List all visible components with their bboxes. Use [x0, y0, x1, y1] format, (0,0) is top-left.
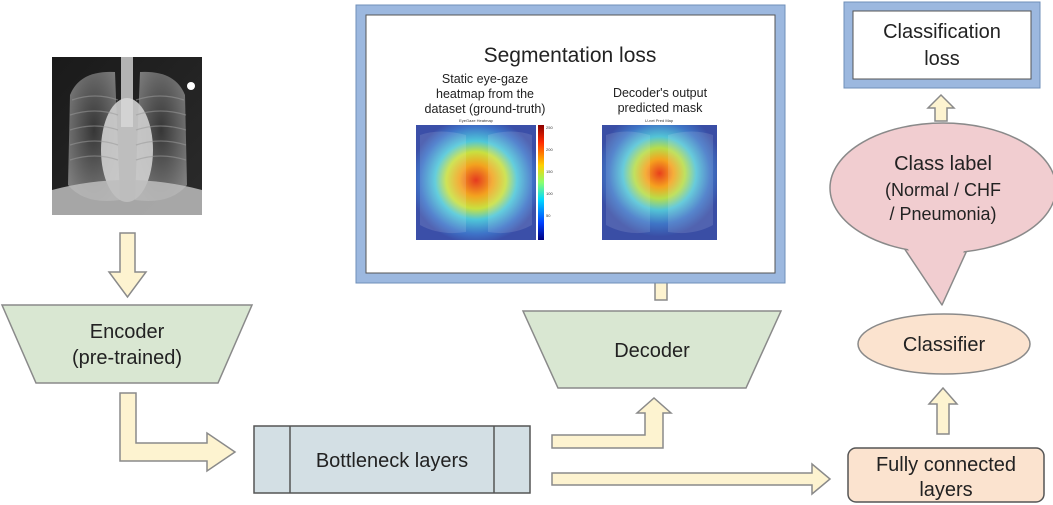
colorbar-tick: 150: [546, 169, 553, 174]
decoder-block: Decoder: [521, 310, 783, 389]
class-label-title: Class label: [894, 153, 992, 175]
class-label-line-3: / Pneumonia): [889, 204, 996, 224]
classification-loss-sublabel: loss: [924, 48, 960, 70]
arrow-xray-to-encoder: [107, 232, 148, 299]
fully-connected-label: Fully connected: [876, 454, 1016, 476]
encoder-block: Encoder (pre-trained): [0, 304, 254, 384]
decoder-shape: [521, 310, 783, 389]
bottleneck-label: Bottleneck layers: [316, 450, 468, 472]
eye-gaze-heatmap-image: EyeGaze Heatmap 250 200 150 100 50: [416, 118, 553, 240]
colorbar-tick: 250: [546, 125, 553, 130]
arrow-class-label-to-loss: [926, 93, 956, 122]
class-label-line-2: (Normal / CHF: [885, 180, 1001, 200]
classifier-node: Classifier: [857, 313, 1031, 375]
classifier-label: Classifier: [903, 334, 986, 356]
segmentation-loss-panel: Segmentation loss Static eye-gaze heatma…: [355, 4, 786, 284]
bottleneck-block: Bottleneck layers: [253, 425, 531, 494]
predicted-mask-image: U-net Pred Map: [602, 118, 717, 240]
gt-caption-line-2: heatmap from the: [436, 87, 534, 101]
pred-caption-line-2: predicted mask: [618, 101, 704, 115]
gt-image-title: EyeGaze Heatmap: [459, 118, 494, 123]
class-label-callout: Class label (Normal / CHF / Pneumonia): [829, 122, 1053, 306]
segmentation-loss-title: Segmentation loss: [484, 44, 657, 67]
gt-caption-line-1: Static eye-gaze: [442, 72, 528, 86]
pred-caption-line-1: Decoder's output: [613, 86, 708, 100]
encoder-shape: [0, 304, 254, 384]
chest-xray-image: [52, 57, 202, 215]
encoder-sublabel: (pre-trained): [72, 347, 182, 369]
bottleneck-shape: [253, 425, 531, 494]
classification-loss-box: Classification loss: [843, 1, 1041, 89]
classification-loss-label: Classification: [883, 21, 1001, 43]
colorbar-tick: 50: [546, 213, 551, 218]
colorbar-tick: 100: [546, 191, 553, 196]
decoder-label: Decoder: [614, 340, 690, 362]
arrow-fully-connected-to-classifier: [927, 386, 959, 435]
colorbar-tick: 200: [546, 147, 553, 152]
arrow-bottleneck-to-fully-connected: [551, 462, 832, 496]
fully-connected-sublabel: layers: [919, 479, 972, 501]
pred-image-title: U-net Pred Map: [645, 118, 674, 123]
arrow-encoder-to-bottleneck: [119, 392, 237, 473]
gt-caption-line-3: dataset (ground-truth): [425, 102, 546, 116]
colorbar: [538, 125, 544, 240]
fully-connected-block: Fully connected layers: [847, 447, 1045, 503]
arrow-bottleneck-to-decoder: [551, 396, 673, 449]
encoder-label: Encoder: [90, 321, 165, 343]
